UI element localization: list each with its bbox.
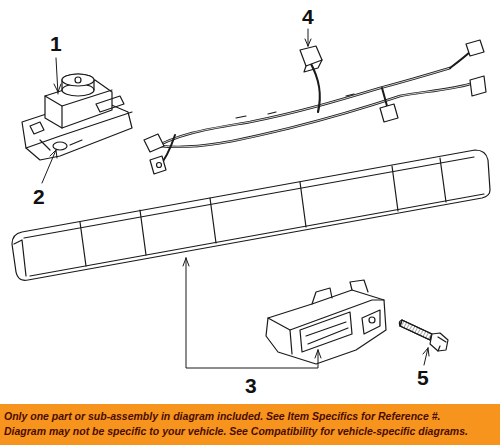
callout-number: 3 xyxy=(245,375,257,396)
bolt xyxy=(399,320,448,351)
callout-number: 1 xyxy=(50,33,62,54)
notice-text: Only one part or sub-assembly in diagram… xyxy=(4,409,496,424)
callout-number: 4 xyxy=(302,6,314,27)
leader-lines xyxy=(42,29,429,368)
callout-number: 5 xyxy=(417,367,429,388)
callout-number: 2 xyxy=(33,186,45,207)
lamp-bar xyxy=(12,150,490,280)
wiring-harness xyxy=(144,40,486,174)
notice-text: Diagram may not be specific to your vehi… xyxy=(4,424,496,439)
lock-actuator xyxy=(22,74,132,160)
handle-bracket xyxy=(266,280,386,364)
notice-band: Only one part or sub-assembly in diagram… xyxy=(0,404,500,445)
